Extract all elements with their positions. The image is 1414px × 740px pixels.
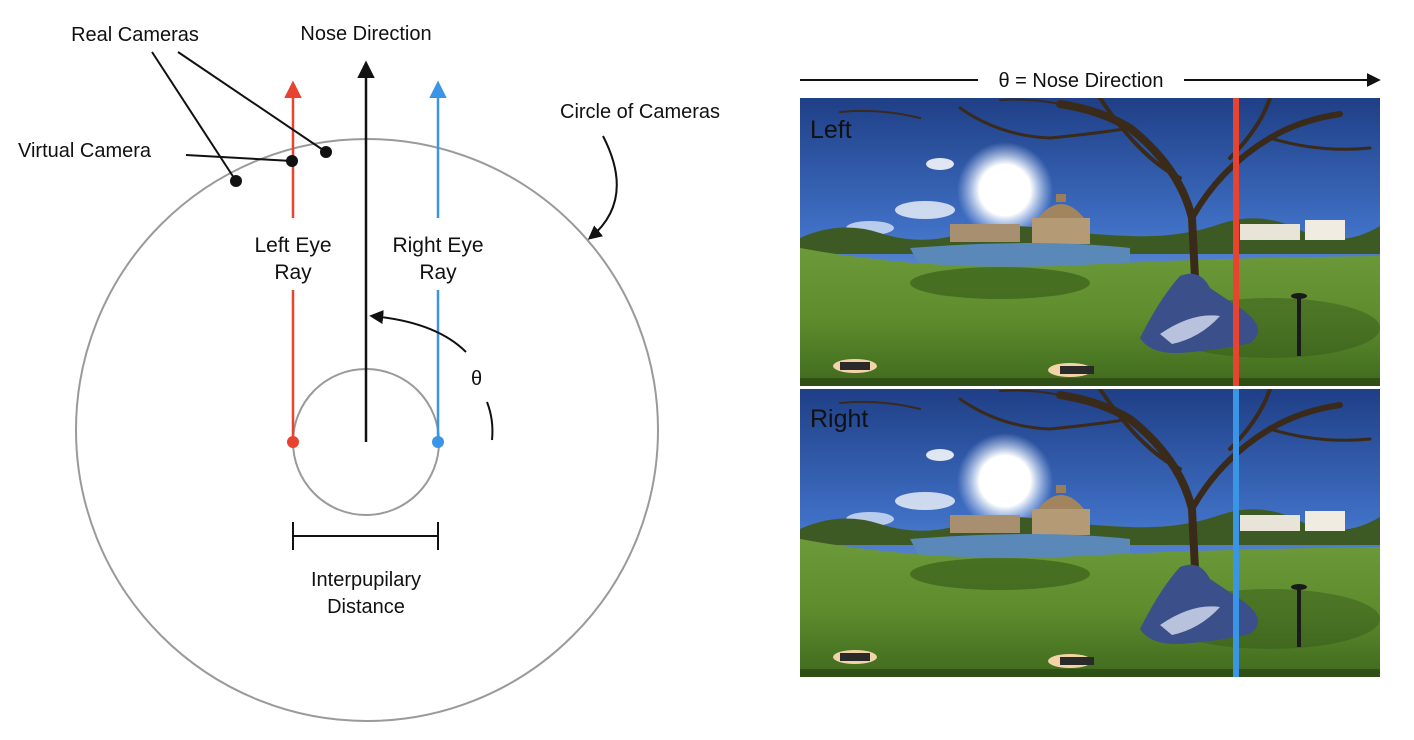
real-cameras-label: Real Cameras [71, 24, 199, 46]
circle-of-cameras-arrow [587, 135, 618, 240]
theta-arc-arrow [369, 310, 467, 353]
left-eye-ray-label-line2: Ray [274, 261, 312, 284]
real-camera-leader-1 [151, 51, 237, 182]
right-eye-ray-label: Right Eye [392, 234, 483, 257]
real-camera-dot [230, 175, 242, 187]
theta-label: θ [471, 368, 482, 390]
left-eye-ray-label: Left Eye [254, 234, 331, 257]
right-eye-ray-label-line2: Ray [419, 261, 457, 284]
right-eye-panorama [800, 389, 1380, 677]
virtual-camera-dot [286, 155, 298, 167]
right-panorama-label: Right [810, 405, 868, 433]
interpupillary-bracket [292, 522, 439, 550]
theta-arc-lower [486, 401, 494, 441]
nose-direction-label: Nose Direction [300, 23, 431, 45]
camera-geometry-diagram: Real Cameras Nose Direction Virtual Came… [18, 23, 720, 722]
nose-direction-axis-label: θ = Nose Direction [998, 70, 1163, 92]
left-panorama-label: Left [810, 116, 852, 144]
left-eye-panorama [800, 98, 1380, 386]
real-camera-leader-2 [177, 51, 327, 153]
left-eye-point [287, 436, 299, 448]
interpupillary-distance-label: Interpupilary [311, 569, 421, 591]
right-eye-point [432, 436, 444, 448]
panorama-panel: θ = Nose Direction Left Right [800, 70, 1381, 677]
virtual-camera-label: Virtual Camera [18, 140, 152, 162]
interpupillary-distance-label-line2: Distance [327, 596, 405, 618]
circle-of-cameras-label: Circle of Cameras [560, 101, 720, 123]
virtual-camera-leader [185, 154, 293, 162]
real-camera-dot [320, 146, 332, 158]
